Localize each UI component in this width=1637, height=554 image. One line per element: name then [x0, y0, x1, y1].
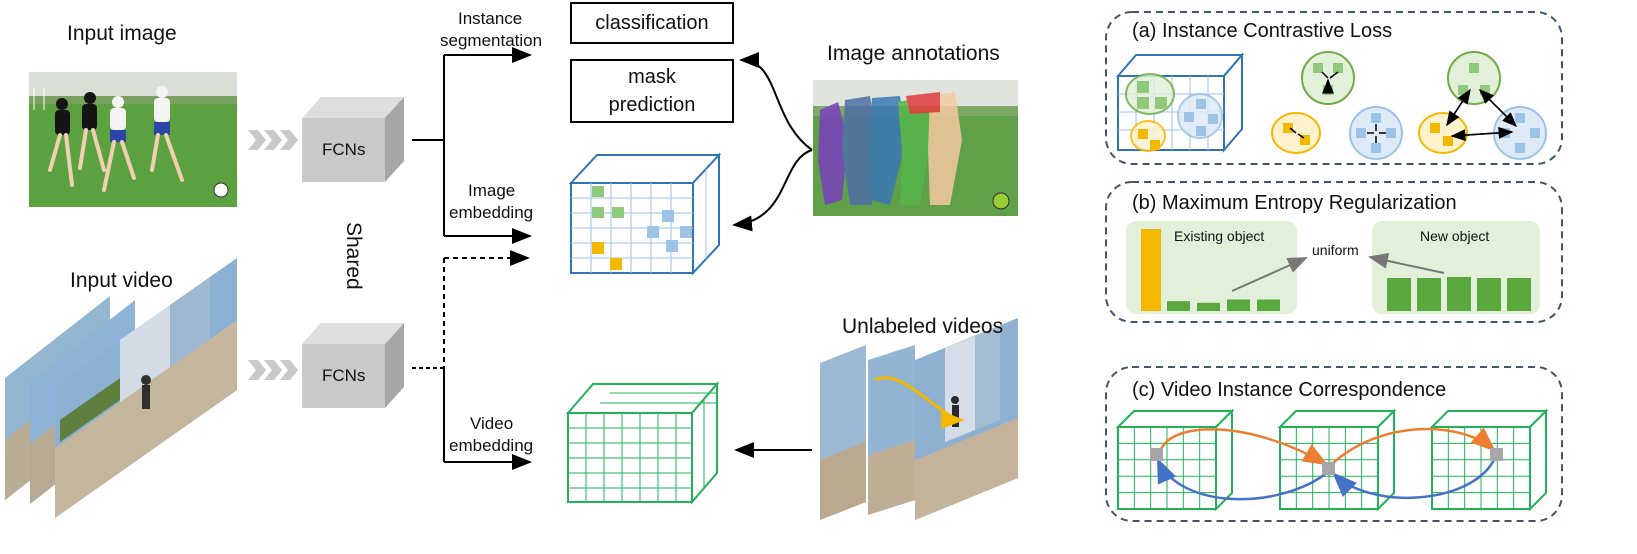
panel-a-cells: [1125, 73, 1223, 152]
embedding-cells: [592, 186, 692, 270]
fcn-block-image: [302, 97, 404, 182]
panel-c-title: (c) Video Instance Correspondence: [1132, 379, 1447, 401]
image-branch-connector: [412, 47, 532, 244]
new-bar-2: [1417, 278, 1441, 311]
new-bar-5: [1507, 278, 1531, 311]
new-object-label: New object: [1420, 228, 1490, 244]
video-embedding-line2: embedding: [449, 436, 534, 455]
unlabeled-videos-frames: [820, 318, 1018, 520]
image-embedding-line2: embedding: [449, 203, 534, 222]
panel-a-pull-clusters: [1271, 51, 1403, 160]
annotation-arrows: [732, 52, 813, 232]
panel-c-cubes: [1115, 408, 1549, 512]
chevron-arrows-icon: [248, 360, 298, 380]
panel-b-title: (b) Maximum Entropy Regularization: [1132, 192, 1457, 214]
existing-object-box: [1126, 221, 1297, 314]
instance-segmentation-line1: Instance: [458, 9, 523, 28]
existing-bar-1: [1141, 229, 1161, 311]
mask-label-line2: prediction: [608, 94, 696, 116]
image-annotations-label: Image annotations: [827, 42, 1000, 65]
correspondence-arrows: [1156, 427, 1496, 501]
input-video-frames: [5, 258, 237, 518]
existing-bar-5: [1257, 299, 1280, 311]
fcn-label-top: FCNs: [322, 140, 366, 159]
video-embedding-line1: Video: [470, 414, 514, 433]
input-video-label: Input video: [70, 269, 173, 292]
shared-label: Shared: [342, 222, 365, 290]
fcn-label-bottom: FCNs: [322, 366, 366, 385]
uniform-label: uniform: [1312, 242, 1359, 258]
existing-object-label: Existing object: [1174, 228, 1265, 244]
new-object-bars: [1387, 277, 1531, 311]
classification-label: classification: [595, 12, 709, 34]
existing-bar-3: [1197, 302, 1220, 311]
image-embedding-line1: Image: [468, 181, 516, 200]
instance-segmentation-line2: segmentation: [440, 31, 543, 50]
mask-prediction-box: mask prediction: [570, 59, 734, 123]
existing-object-bars: [1141, 229, 1280, 311]
correspondence-cells: [1150, 448, 1503, 475]
mask-label-line1: mask: [628, 66, 676, 88]
frame-embedding-cube-1: [1115, 408, 1235, 512]
fcn-block-video: [302, 323, 404, 408]
existing-to-uniform-arrow: [1231, 257, 1308, 292]
existing-bar-4: [1227, 299, 1250, 311]
new-bar-4: [1477, 278, 1501, 311]
input-image-photo: [29, 72, 237, 207]
new-bar-3: [1447, 277, 1471, 311]
video-branch-connector: [412, 250, 532, 470]
panel-a-push-clusters: [1418, 51, 1547, 160]
classification-box: classification: [570, 2, 734, 44]
image-annotations-photo: [813, 80, 1018, 216]
frame-embedding-cube-3: [1429, 408, 1549, 512]
video-embedding-grid: [568, 392, 717, 502]
panel-a-title: (a) Instance Contrastive Loss: [1132, 20, 1393, 42]
panel-a-frame: [1105, 11, 1563, 165]
new-bar-1: [1387, 278, 1411, 311]
input-image-label: Input image: [67, 22, 177, 45]
panel-c-frame: [1105, 366, 1563, 522]
existing-bar-2: [1167, 301, 1190, 311]
new-to-uniform-arrow: [1368, 252, 1445, 274]
unlabeled-videos-label: Unlabeled videos: [842, 315, 1004, 338]
panel-b-frame: [1105, 181, 1563, 323]
chevron-arrows-icon: [248, 130, 298, 150]
